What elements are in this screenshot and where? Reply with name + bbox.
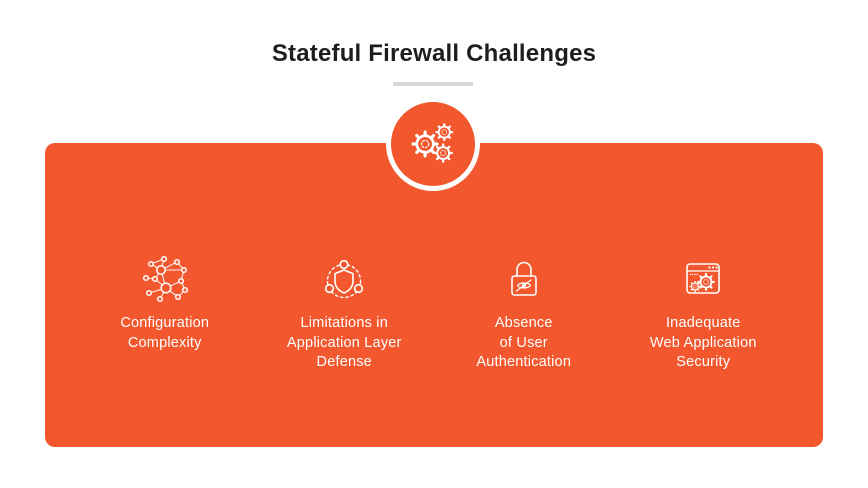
challenge-application-layer-defense: Limitations in Application Layer Defense [255,255,435,373]
challenge-web-application-security: Inadequate Web Application Security [614,255,794,373]
title-underline [393,82,473,86]
page-title: Stateful Firewall Challenges [271,40,597,67]
challenges-row: Configuration Complexity Limitati [45,255,823,373]
shield-orbit-icon [325,259,364,299]
network-nodes-icon [142,255,188,303]
challenge-user-authentication: Absence of User Authentication [434,255,614,373]
gears-icon [411,123,454,163]
challenge-label: Configuration Complexity [120,315,210,351]
challenge-configuration-complexity: Configuration Complexity [75,255,255,373]
browser-gears-icon [686,263,721,294]
challenge-label: Absence of User Authentication [476,315,572,371]
lock-hidden-eye-icon [510,261,537,296]
header-badge [386,97,480,191]
challenges-panel: Configuration Complexity Limitati [45,143,823,447]
challenge-label: Limitations in Application Layer Defense [286,315,402,371]
challenge-label: Inadequate Web Application Security [649,315,757,371]
